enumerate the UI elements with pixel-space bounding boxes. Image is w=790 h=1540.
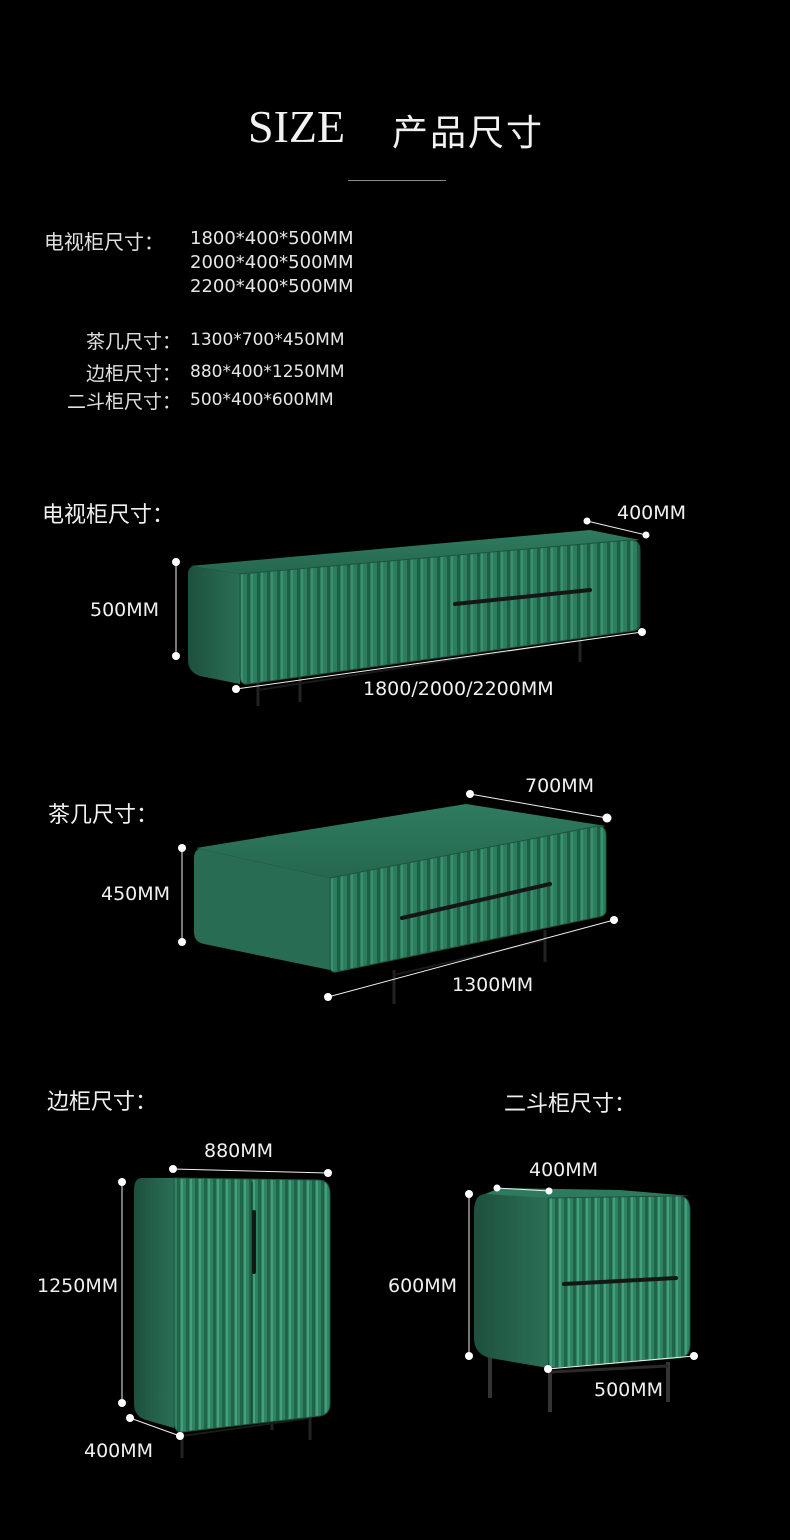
- drawer-depth-label: 400MM: [529, 1159, 599, 1181]
- side-height-label: 1250MM: [37, 1275, 119, 1297]
- tv-cabinet-heading: 电视柜尺寸：: [42, 503, 175, 528]
- side-depth-label: 400MM: [84, 1440, 154, 1462]
- spec-value-tv-3: 2200*400*500MM: [190, 276, 354, 297]
- spec-value-side: 880*400*1250MM: [190, 362, 345, 382]
- spec-label-side: 边柜尺寸：: [86, 363, 182, 385]
- side-cabinet-illustration: [118, 1165, 332, 1458]
- title-divider: [348, 180, 446, 181]
- tv-cabinet-illustration: [172, 517, 650, 706]
- coffee-table-illustration: [178, 790, 618, 1004]
- spec-value-tv-2: 2000*400*500MM: [190, 252, 354, 273]
- drawer-width-label: 500MM: [594, 1379, 664, 1401]
- spec-value-tv-1: 1800*400*500MM: [190, 228, 354, 249]
- spec-label-coffee: 茶几尺寸：: [86, 331, 182, 353]
- coffee-height-label: 450MM: [101, 883, 171, 905]
- side-cabinet-heading: 边柜尺寸：: [47, 1090, 158, 1115]
- drawer-height-label: 600MM: [388, 1275, 458, 1297]
- tv-depth-label: 400MM: [617, 502, 687, 524]
- two-drawer-chest-illustration: [465, 1184, 698, 1412]
- tv-height-label: 500MM: [90, 599, 160, 621]
- side-width-label: 880MM: [204, 1140, 274, 1162]
- coffee-depth-label: 700MM: [525, 775, 595, 797]
- spec-label-tv: 电视柜尺寸：: [44, 230, 164, 254]
- coffee-table-heading: 茶几尺寸：: [48, 803, 159, 828]
- spec-value-drawer: 500*400*600MM: [190, 390, 334, 410]
- title-en: SIZE: [248, 101, 346, 152]
- spec-value-coffee: 1300*700*450MM: [190, 330, 345, 350]
- tv-width-label: 1800/2000/2200MM: [363, 678, 554, 700]
- spec-label-drawer: 二斗柜尺寸：: [67, 391, 182, 413]
- title-cn: 产品尺寸: [392, 113, 545, 154]
- coffee-width-label: 1300MM: [452, 974, 534, 996]
- two-drawer-heading: 二斗柜尺寸：: [504, 1092, 637, 1117]
